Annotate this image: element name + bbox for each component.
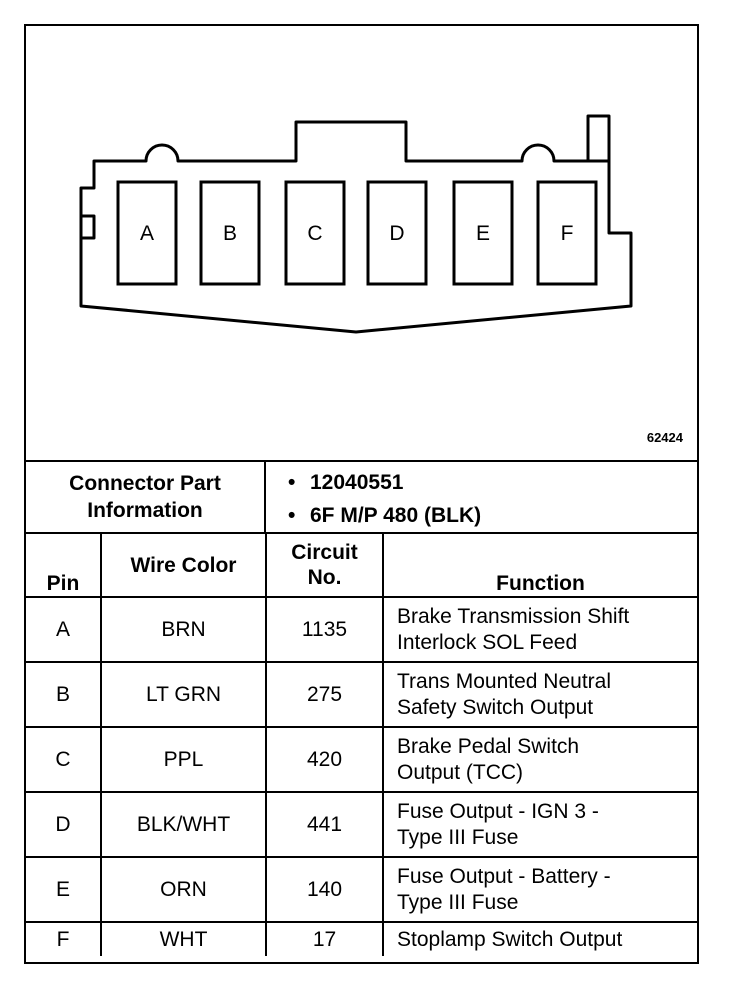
pinout-table: Pin Wire Color Circuit No. Function A BR… <box>26 534 697 956</box>
cavity-label-c: C <box>307 222 322 245</box>
table-row: F WHT 17 Stoplamp Switch Output <box>26 921 697 956</box>
cavity-a <box>116 180 178 286</box>
cavity-label-f: F <box>561 222 574 245</box>
header-function: Function <box>382 534 697 598</box>
table-row: D BLK/WHT 441 Fuse Output - IGN 3 - Type… <box>26 791 697 858</box>
table-row: C PPL 420 Brake Pedal Switch Output (TCC… <box>26 726 697 793</box>
function-cell: Fuse Output - IGN 3 - Type III Fuse <box>382 791 697 858</box>
circuit-cell: 17 <box>265 921 384 956</box>
connector-left-tab <box>79 214 96 240</box>
cavity-label-e: E <box>476 222 490 245</box>
wire-color-cell: PPL <box>100 726 267 793</box>
function-cell: Trans Mounted Neutral Safety Switch Outp… <box>382 661 697 728</box>
cavity-label-d: D <box>389 222 404 245</box>
connector-face-drawing: A B C D E F <box>79 114 633 334</box>
table-row: B LT GRN 275 Trans Mounted Neutral Safet… <box>26 661 697 728</box>
function-cell: Fuse Output - Battery - Type III Fuse <box>382 856 697 923</box>
figure-number: 62424 <box>646 430 683 445</box>
circuit-cell: 441 <box>265 791 384 858</box>
function-cell: Brake Transmission Shift Interlock SOL F… <box>382 596 697 663</box>
pin-cell: E <box>26 856 102 923</box>
circuit-cell: 140 <box>265 856 384 923</box>
function-cell: Stoplamp Switch Output <box>382 921 697 956</box>
connector-part-information: Connector Part Information 12040551 6F M… <box>26 460 697 534</box>
cavity-b <box>199 180 261 286</box>
pin-cell: B <box>26 661 102 728</box>
connector-housing-outline <box>79 114 633 334</box>
function-cell: Brake Pedal Switch Output (TCC) <box>382 726 697 793</box>
connector-diagram: A B C D E F 62424 <box>26 26 697 460</box>
cavity-c <box>284 180 346 286</box>
header-pin: Pin <box>26 534 102 598</box>
wire-color-cell: ORN <box>100 856 267 923</box>
pin-cell: F <box>26 921 102 956</box>
header-wire-color: Wire Color <box>100 534 267 598</box>
pin-cell: D <box>26 791 102 858</box>
cavity-label-a: A <box>140 222 154 245</box>
connector-info-label: Connector Part Information <box>26 462 266 532</box>
circuit-cell: 1135 <box>265 596 384 663</box>
pin-cell: C <box>26 726 102 793</box>
cavity-f <box>536 180 598 286</box>
header-circuit-no: Circuit No. <box>265 534 384 598</box>
pin-cell: A <box>26 596 102 663</box>
circuit-cell: 275 <box>265 661 384 728</box>
wire-color-cell: BRN <box>100 596 267 663</box>
wire-color-cell: WHT <box>100 921 267 956</box>
connector-description: 6F M/P 480 (BLK) <box>288 499 697 532</box>
circuit-cell: 420 <box>265 726 384 793</box>
connector-info-list: 12040551 6F M/P 480 (BLK) <box>266 462 697 532</box>
wire-color-cell: LT GRN <box>100 661 267 728</box>
cavity-label-b: B <box>223 222 237 245</box>
table-row: E ORN 140 Fuse Output - Battery - Type I… <box>26 856 697 923</box>
table-header-row: Pin Wire Color Circuit No. Function <box>26 534 697 598</box>
part-number: 12040551 <box>288 466 697 499</box>
table-row: A BRN 1135 Brake Transmission Shift Inte… <box>26 596 697 663</box>
cavity-d <box>366 180 428 286</box>
wire-color-cell: BLK/WHT <box>100 791 267 858</box>
cavity-e <box>452 180 514 286</box>
